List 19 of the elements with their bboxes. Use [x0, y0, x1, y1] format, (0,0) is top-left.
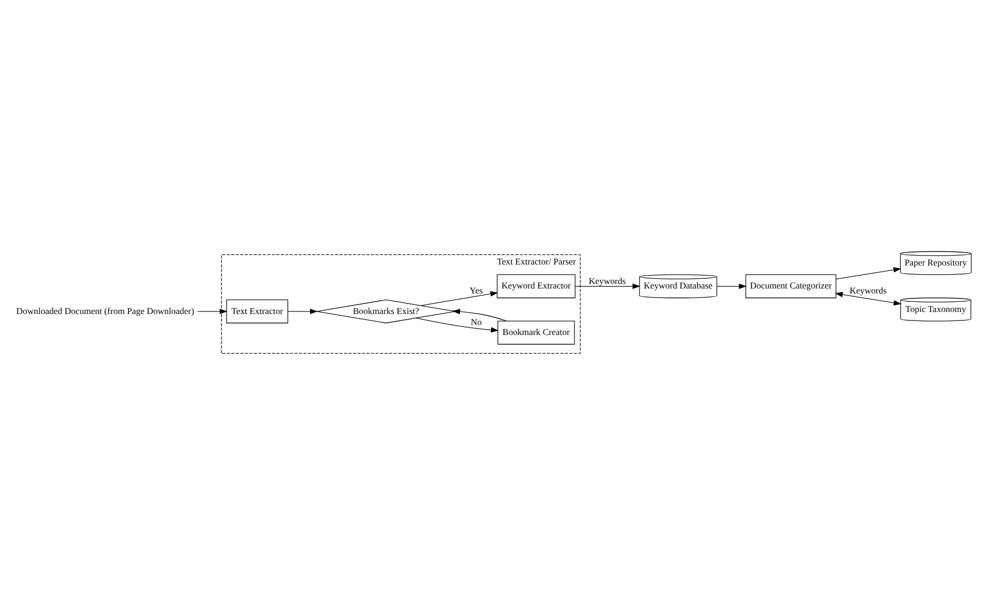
arrow: [716, 284, 747, 289]
edge-label: Yes: [470, 286, 483, 296]
node-box: Bookmark Creator: [498, 320, 575, 345]
edge-label: No: [470, 317, 482, 328]
node-box: Keyword Extractor: [496, 274, 576, 298]
arrow: [420, 291, 498, 306]
arrow: [574, 284, 640, 289]
arrow: [288, 308, 318, 314]
arrow: [452, 308, 507, 322]
node-box: Text Extractor: [226, 300, 288, 324]
arrow: [416, 318, 499, 333]
node-text: Downloaded Document (from Page Downloader): [16, 306, 194, 316]
arrow: [835, 292, 902, 306]
edge-label: Keywords: [850, 286, 887, 296]
arrow: [197, 308, 228, 314]
arrow: [836, 267, 902, 280]
node-box: Document Categorizer: [745, 274, 836, 298]
node-diamond: Bookmarks Exist?: [316, 299, 456, 324]
edge-label: Keywords: [588, 276, 626, 286]
